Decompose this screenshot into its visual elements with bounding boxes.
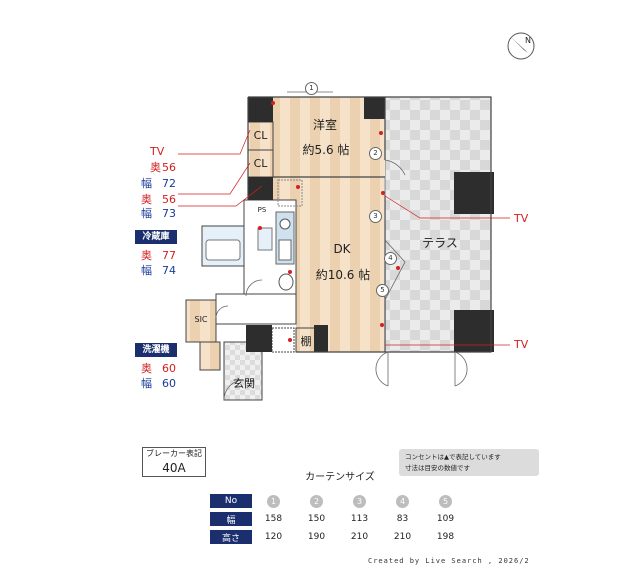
curtain-table: No 1 2 3 4 5 幅 158 150 113 83 109 高さ 120… (210, 490, 467, 548)
sic-label: SIC (194, 315, 208, 324)
curtain-width-5: 109 (436, 514, 455, 524)
washer-depth: 60 (162, 362, 176, 375)
tv-label-3: TV (514, 338, 529, 351)
note-line-1: コンセントは▲で表記しています (405, 453, 501, 461)
curtain-no-3: 3 (353, 494, 366, 508)
note-line-2: 寸法は目安の数値です (405, 464, 470, 472)
ps-label: PS (257, 206, 267, 214)
cl1-depth: 56 (162, 161, 176, 174)
washer-place (199, 341, 221, 371)
terrace-area (384, 96, 492, 353)
closet-2 (247, 149, 274, 178)
entrance-label: 玄関 (233, 377, 255, 390)
window-number-1: 1 (305, 82, 318, 95)
curtain-height-2: 190 (307, 532, 326, 542)
curtain-height-5: 198 (436, 532, 455, 542)
shelf-label: 棚 (300, 335, 312, 348)
fridge-width: 74 (162, 264, 176, 277)
window-number-5: 5 (376, 284, 389, 297)
leader-lines (178, 129, 510, 346)
curtain-no-4: 4 (396, 494, 409, 508)
cl1-width: 72 (162, 177, 176, 190)
window-number-3: 3 (369, 210, 382, 223)
curtain-height-1: 120 (264, 532, 283, 542)
sic-box (185, 299, 217, 343)
curtain-no-1: 1 (267, 494, 280, 508)
curtain-no-2: 2 (310, 494, 323, 508)
western-room-label: 洋室 (312, 118, 337, 132)
dk-floor (296, 177, 384, 352)
curtain-width-4: 83 (396, 514, 409, 524)
compass-icon (507, 32, 535, 60)
dk-size: 約10.6 帖 (315, 268, 371, 282)
terrace-label: テラス (422, 236, 458, 250)
width-label: 幅 (141, 264, 152, 277)
credit-text: Created by Live Search , 2026/2 (368, 557, 530, 565)
dk-label: DK (333, 242, 351, 256)
curtain-width-3: 113 (350, 514, 369, 524)
curtain-height-4: 210 (393, 532, 412, 542)
curtain-no-5: 5 (439, 494, 452, 508)
width-label: 幅 (141, 377, 152, 390)
western-room-size: 約5.6 帖 (302, 143, 350, 157)
closet-1 (247, 121, 274, 151)
tv-label-1: TV (150, 145, 165, 158)
depth-label: 奥 (141, 193, 152, 206)
cl2-depth: 56 (162, 193, 176, 206)
depth-label: 奥 (141, 249, 152, 262)
closet-label-1: CL (253, 129, 268, 142)
row-header-width: 幅 (210, 512, 252, 526)
curtain-height-3: 210 (350, 532, 369, 542)
outlet-markers (258, 101, 400, 342)
curtain-row-height: 高さ 120 190 210 210 198 (210, 530, 467, 544)
breaker-title: ブレーカー表記 (142, 447, 206, 461)
compass-label: N (525, 36, 531, 45)
note-box: コンセントは▲で表記しています 寸法は目安の数値です (399, 449, 539, 476)
closet-label-2: CL (253, 157, 268, 170)
washer-title: 洗濯機 (135, 343, 177, 357)
curtain-width-2: 150 (307, 514, 326, 524)
curtain-row-no: No 1 2 3 4 5 (210, 494, 467, 508)
depth-label: 奥 (141, 362, 152, 375)
tv-label-2: TV (514, 212, 529, 225)
row-header-height: 高さ (210, 530, 252, 544)
fridge-depth: 77 (162, 249, 176, 262)
cl2-width: 73 (162, 207, 176, 220)
fridge-title: 冷蔵庫 (135, 230, 177, 244)
row-header-no: No (210, 494, 252, 508)
wash-area (215, 293, 297, 325)
width-label: 幅 (141, 177, 152, 190)
curtain-row-width: 幅 158 150 113 83 109 (210, 512, 467, 526)
window-number-2: 2 (369, 147, 382, 160)
curtain-width-1: 158 (264, 514, 283, 524)
width-label: 幅 (141, 207, 152, 220)
breaker-value: 40A (142, 460, 206, 477)
washer-width: 60 (162, 377, 176, 390)
curtain-title: カーテンサイズ (305, 472, 375, 483)
depth-label: 奥 (150, 161, 161, 174)
window-number-4: 4 (384, 252, 397, 265)
